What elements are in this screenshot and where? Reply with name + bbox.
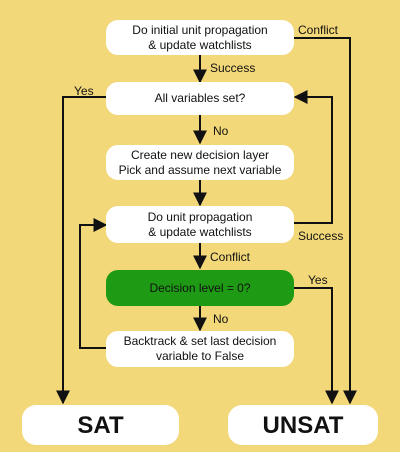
node-backtrack-line2: variable to False [155, 349, 245, 363]
label-success-top: Success [210, 61, 256, 75]
node-unit-propagation-line2: & update watchlists [148, 224, 252, 239]
edge-backtrack-loop [79, 218, 108, 349]
label-yes-right: Yes [308, 273, 328, 287]
terminal-unsat: UNSAT [228, 405, 378, 445]
terminal-unsat-label: UNSAT [262, 411, 344, 439]
label-no-1: No [213, 124, 229, 138]
node-initial-propagation-line2: & update watchlists [148, 37, 252, 52]
node-initial-propagation-line1: Do initial unit propagation [132, 22, 268, 37]
node-all-variables-set-label: All variables set? [154, 91, 246, 105]
label-conflict-top: Conflict [298, 23, 339, 37]
node-all-variables-set: All variables set? [106, 82, 294, 115]
node-new-decision-layer-line2: Pick and assume next variable [118, 162, 282, 177]
node-unit-propagation-line1: Do unit propagation [147, 209, 253, 224]
node-decision-level: Decision level = 0? [106, 270, 294, 306]
label-no-2: No [213, 312, 229, 326]
edge-check-yes [56, 96, 107, 405]
terminal-sat: SAT [22, 405, 179, 445]
node-backtrack-line1: Backtrack & set last decision [123, 334, 277, 348]
node-unit-propagation: Do unit propagation & update watchlists [106, 206, 294, 243]
label-success-right: Success [298, 229, 344, 243]
edge-decision-yes [294, 287, 339, 405]
node-new-decision-layer: Create new decision layer Pick and assum… [106, 145, 294, 180]
node-new-decision-layer-line1: Create new decision layer [130, 147, 270, 162]
node-backtrack: Backtrack & set last decision variable t… [106, 331, 294, 367]
edge-init-conflict [294, 37, 357, 405]
terminal-sat-label: SAT [77, 411, 124, 439]
node-decision-level-label: Decision level = 0? [149, 280, 251, 295]
node-initial-propagation: Do initial unit propagation & update wat… [106, 20, 294, 55]
label-conflict-mid: Conflict [210, 250, 251, 264]
edge-prop-success [293, 90, 333, 224]
label-yes-left: Yes [74, 84, 94, 98]
